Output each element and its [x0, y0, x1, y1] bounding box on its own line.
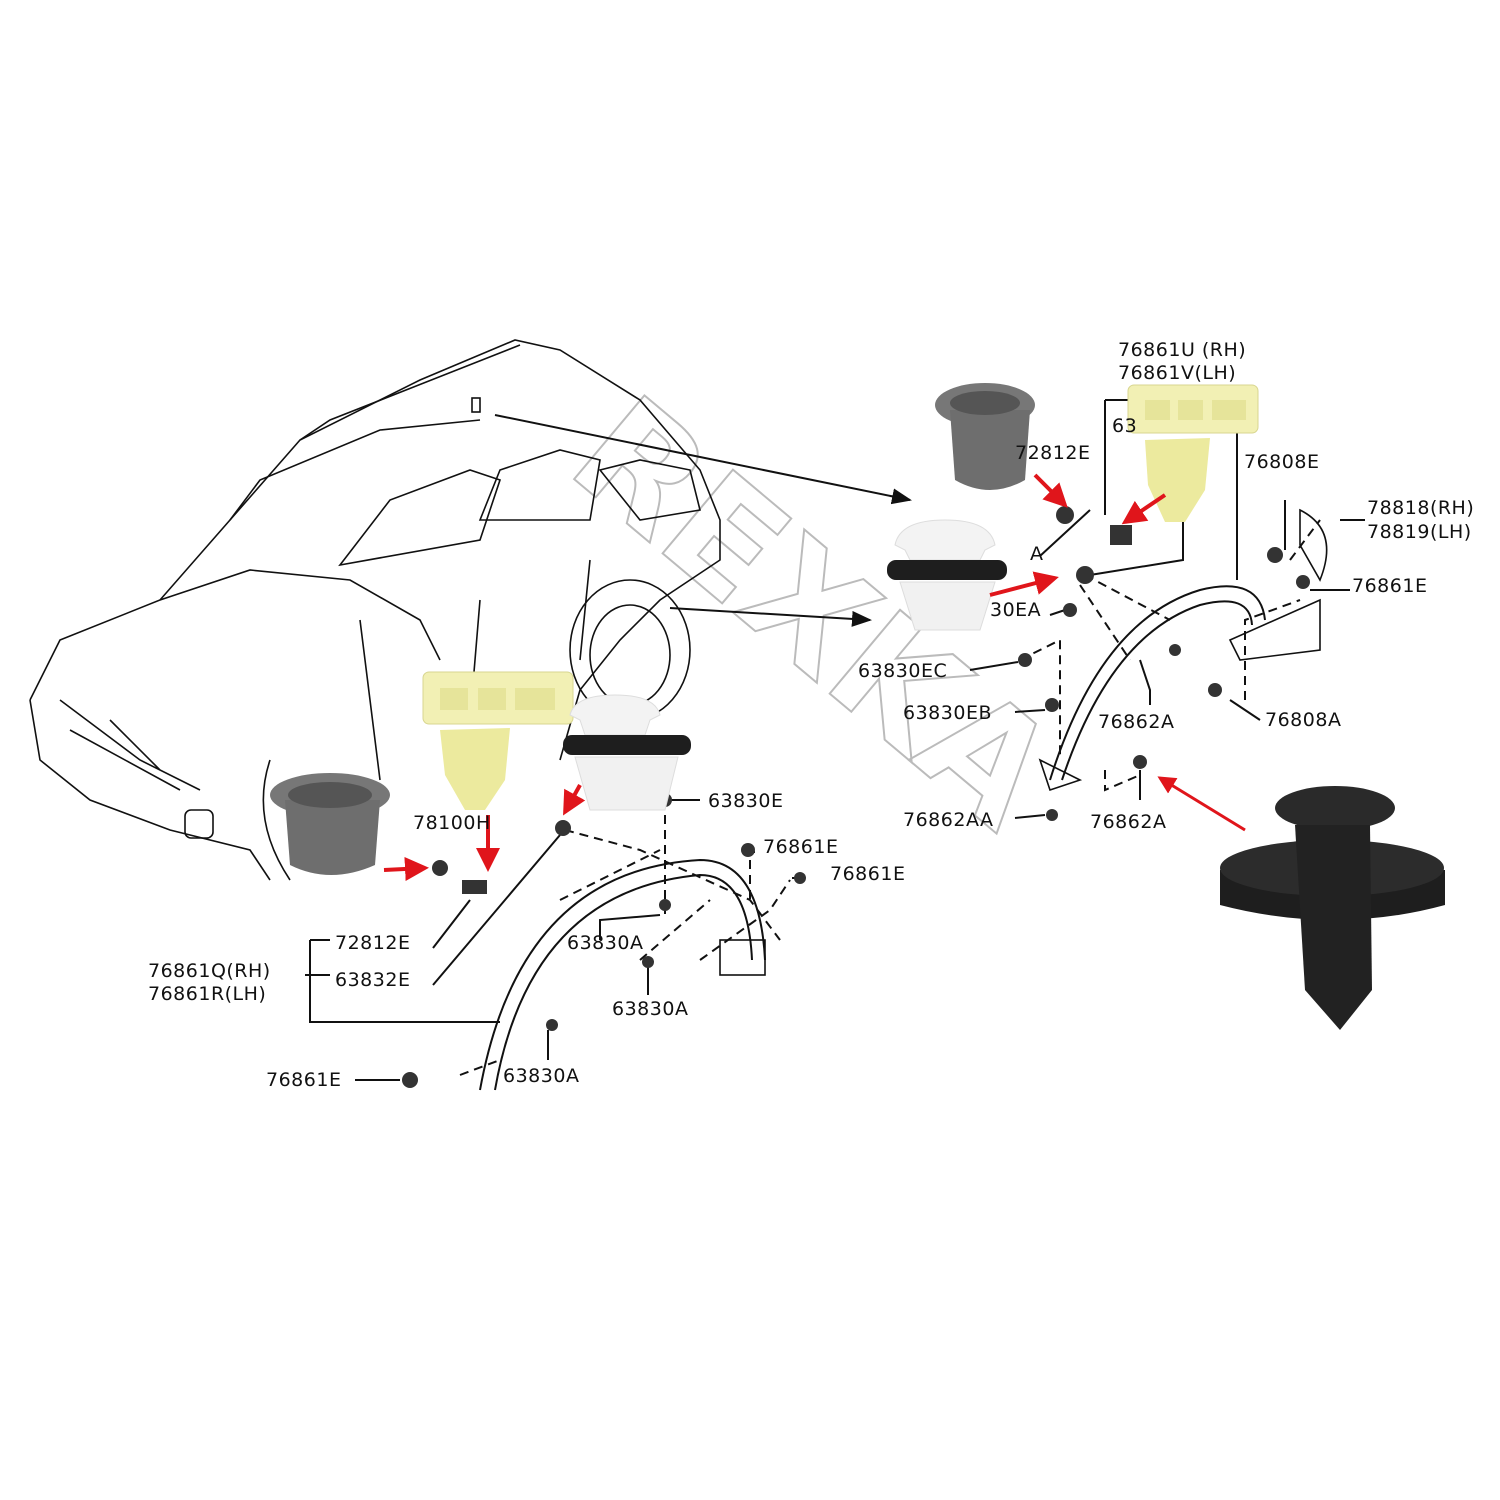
- label-63830A: 63830A: [503, 1065, 579, 1087]
- label-76862AA: 76862AA: [903, 809, 993, 831]
- label-63830EC: 63830EC: [858, 660, 947, 682]
- leader-arrow-wheel: [669, 607, 872, 627]
- label-76862A: 76862A: [1098, 711, 1174, 733]
- label-76808A: 76808A: [1265, 709, 1341, 731]
- label-76861E: 76861E: [830, 863, 905, 885]
- label-76861V: 76861V(LH): [1118, 362, 1236, 384]
- white-push-clip-right: [887, 519, 1007, 631]
- label-76861R: 76861R(LH): [148, 983, 266, 1005]
- label-63830A: 63830A: [567, 932, 643, 954]
- label-76861E: 76861E: [763, 836, 838, 858]
- vehicle-outline: [29, 339, 721, 881]
- label-76861E: 76861E: [266, 1069, 341, 1091]
- label-63830A: 63830A: [612, 998, 688, 1020]
- left-part-labels: 78100H 63830E 76861E 76861E 72812E 63832…: [148, 790, 905, 1091]
- grey-grommet-clip-left: [270, 773, 390, 875]
- label-78818: 78818(RH): [1367, 497, 1474, 519]
- label-partial-A: A: [1030, 543, 1044, 565]
- label-63830E: 63830E: [708, 790, 783, 812]
- label-63832E: 63832E: [335, 969, 410, 991]
- label-76808E: 76808E: [1244, 451, 1319, 473]
- leader-arrow-roof: [494, 414, 912, 505]
- red-highlight-arrows: [383, 473, 1246, 881]
- label-76861E: 76861E: [1352, 575, 1427, 597]
- yellow-retainer-clip-right: [1127, 384, 1259, 522]
- label-76861Q: 76861Q(RH): [148, 960, 271, 982]
- black-push-rivet-clip: [1220, 786, 1445, 1030]
- label-76862A: 76862A: [1090, 811, 1166, 833]
- white-push-clip-left: [563, 694, 691, 811]
- right-part-labels: 76861U (RH) 76861V(LH) 63 72812E 76808E …: [858, 339, 1474, 833]
- label-72812E: 72812E: [335, 932, 410, 954]
- label-30EA: 30EA: [990, 599, 1041, 621]
- grey-grommet-clip-right: [935, 383, 1035, 490]
- label-78819: 78819(LH): [1367, 521, 1472, 543]
- label-72812E: 72812E: [1015, 442, 1090, 464]
- yellow-retainer-clip-left: [422, 671, 574, 810]
- label-partial-63: 63: [1112, 415, 1137, 437]
- right-fender-molding: [969, 399, 1365, 821]
- label-63830EB: 63830EB: [903, 702, 992, 724]
- label-78100H: 78100H: [413, 812, 491, 834]
- label-76861U: 76861U (RH): [1118, 339, 1246, 361]
